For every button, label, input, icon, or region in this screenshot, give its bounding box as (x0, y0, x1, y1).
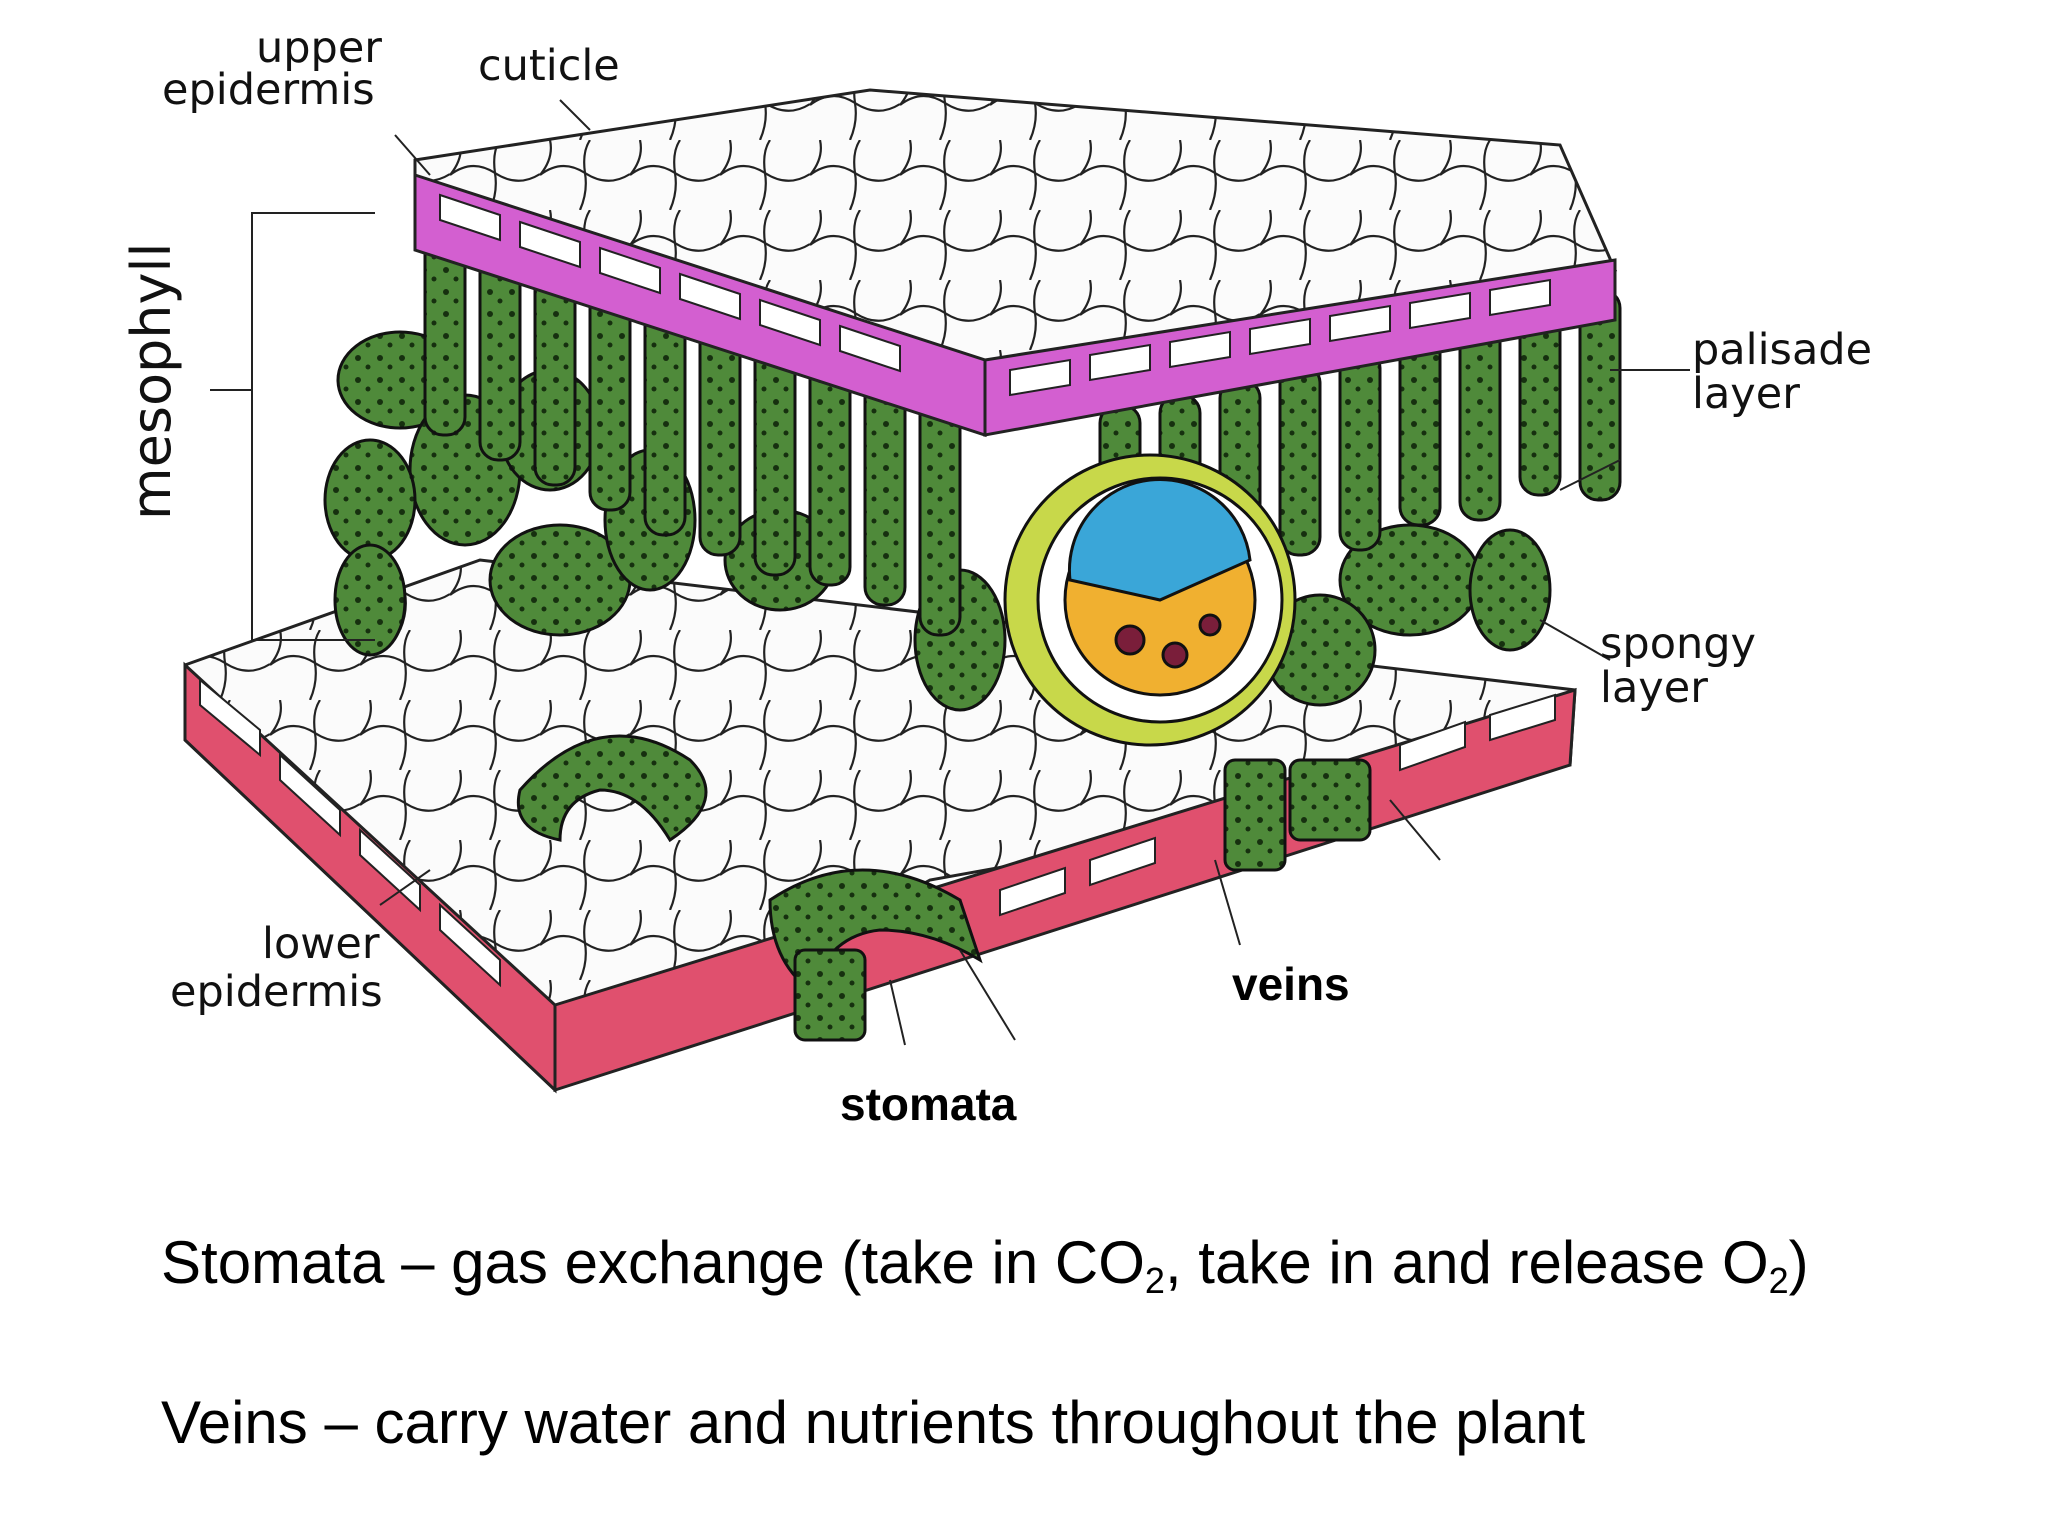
label-upper-epidermis-line2: epidermis (162, 65, 375, 115)
caption-stomata-sub-a: 2 (1144, 1260, 1165, 1301)
caption-stomata: Stomata – gas exchange (take in CO2, tak… (161, 1228, 1809, 1302)
caption-veins: Veins – carry water and nutrients throug… (161, 1388, 1585, 1457)
caption-stomata-term: Stomata (161, 1229, 385, 1296)
diagram-labels: upper epidermis cuticle mesophyll palisa… (120, 23, 1872, 1017)
label-cuticle: cuticle (478, 41, 620, 91)
label-stomata: stomata (840, 1078, 1017, 1130)
label-lower-epidermis-line2: epidermis (170, 967, 383, 1017)
label-palisade-line2: layer (1692, 369, 1800, 419)
label-veins: veins (1232, 958, 1350, 1010)
caption-stomata-text-b: , take in and release O (1164, 1229, 1769, 1296)
caption-stomata-dash: – (384, 1229, 452, 1296)
caption-veins-text: carry water and nutrients throughout the… (374, 1389, 1586, 1456)
caption-stomata-text-c: ) (1788, 1229, 1809, 1296)
palisade-layer (423, 233, 1622, 637)
label-upper-epidermis-line1: upper (256, 23, 382, 73)
caption-stomata-text-a: gas exchange (take in CO (451, 1229, 1145, 1296)
label-mesophyll: mesophyll (120, 243, 183, 520)
caption-veins-dash: – (307, 1389, 375, 1456)
label-spongy-line1: spongy (1600, 619, 1756, 669)
label-spongy-line2: layer (1600, 663, 1708, 713)
label-palisade-line1: palisade (1692, 325, 1872, 375)
label-lower-epidermis-line1: lower (262, 919, 380, 969)
caption-veins-term: Veins (161, 1389, 308, 1456)
stomata-guard-cells (516, 734, 1372, 1042)
caption-stomata-sub-b: 2 (1768, 1260, 1789, 1301)
vein-bundle (1003, 453, 1297, 747)
leader-lines (210, 99, 1690, 1046)
upper-epidermis (413, 88, 1618, 438)
